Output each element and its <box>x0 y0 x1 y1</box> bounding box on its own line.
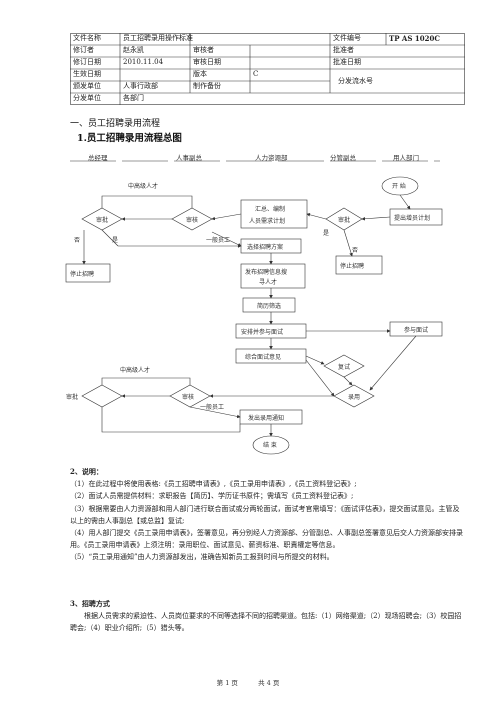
lane-gm: 总经理 <box>88 154 108 162</box>
screening-node <box>242 297 296 313</box>
label-approver: 批准者 <box>333 46 354 54</box>
approve-mgr-label: 审批 <box>338 216 350 224</box>
label-audit-date: 审核日期 <box>193 58 221 66</box>
senior-label: 中高级人才 <box>128 182 158 190</box>
stop-right-label: 停止招聘 <box>340 262 364 270</box>
arrange-label: 安排并参与面试 <box>241 328 283 336</box>
review-label: 审核 <box>186 216 198 224</box>
section-3-body: 根据人员需求的紧迫性、人员岗位要求的不同等选择不同的招聘渠道。包括:（1）网络渠… <box>70 612 462 633</box>
section-2-title: 2、说明： <box>70 467 103 476</box>
label-dist-unit: 分发单位 <box>73 94 101 102</box>
section-1-title: 一、员工招聘录用流程 <box>70 119 161 129</box>
no-hr-label: 否 <box>352 247 358 254</box>
general-label-2: 一般员工 <box>200 403 224 411</box>
note-2: （2）面试人员需提供材料：求职报告【简历】、学历证书原件；需填写《员工资料登记表… <box>70 492 354 501</box>
label-auditor: 审核者 <box>193 46 214 54</box>
value-issuer: 人事行政部 <box>123 82 158 90</box>
approve-gm-label: 审批 <box>96 216 108 224</box>
senior-label-2: 中高级人才 <box>120 366 150 374</box>
note-4: （4）用人部门提交《员工录用申请表》，签署意见，再分别经人力资源部、分管副总、人… <box>70 529 463 550</box>
page-footer: 第 1 页 共 4 页 <box>0 677 496 687</box>
yes-gm-label: 是 <box>112 237 118 244</box>
demand-label: 提出增员计划 <box>394 214 430 222</box>
label-file-no: 文件编号 <box>333 34 361 42</box>
publish-l2: 寻人才 <box>259 278 277 286</box>
value-dist-unit: 各部门 <box>123 94 144 102</box>
combine-label: 综合面试意见 <box>245 353 281 361</box>
start-label: 开 始 <box>392 182 406 190</box>
label-reviser: 修订者 <box>73 46 94 54</box>
label-issuer: 颁发单位 <box>73 82 101 90</box>
general-label: 一般员工 <box>206 236 230 244</box>
lane-hr-dept: 人力资源部 <box>255 154 288 162</box>
approve-gm2-label: 审批 <box>66 393 78 401</box>
value-reviser: 赵永凯 <box>123 46 144 54</box>
notice-label: 发出录用通知 <box>248 414 284 422</box>
page-total: 共 4 页 <box>258 679 280 687</box>
screening-label: 简历筛选 <box>257 302 281 310</box>
label-revise-date: 修订日期 <box>73 58 101 66</box>
lane-user-dept: 用人部门 <box>393 154 419 162</box>
table-grid <box>70 33 465 105</box>
summary-l1: 汇总、编制 <box>255 205 285 213</box>
recruitment-flowchart: 开 始 提出增员计划 审批 否 停止招聘 汇总、编制 人员需求计划 是 中高级人… <box>65 160 443 455</box>
section-2: 2、说明： （1）在此过程中将使用表格:《员工招聘申请表》,《员工录用申请表》,… <box>70 466 465 564</box>
label-effective-date: 生效日期 <box>73 70 101 78</box>
section-3-title: 3、招聘方式 <box>70 599 110 608</box>
hire-node <box>333 384 375 408</box>
join-interview-label: 参与面试 <box>404 326 428 334</box>
label-file-name: 文件名称 <box>73 34 101 42</box>
note-3: （3）根据需要由人力资源部和用人部门进行联合面试或分两轮面试，面试考官需填写：《… <box>70 504 460 525</box>
no-gm-label: 否 <box>74 237 80 244</box>
lane-hr-vp: 人事副总 <box>176 154 202 162</box>
publish-l1: 发布招聘信息搜 <box>245 268 287 276</box>
note-1: （1）在此过程中将使用表格:《员工招聘申请表》,《员工录用申请表》,《员工资料登… <box>70 480 357 489</box>
note-5: （5）“员工录用通知”由人力资源部发出，准确告知新员工报到时间与所提交的材料。 <box>70 553 334 562</box>
value-version: C <box>253 70 259 78</box>
approve-gm2-node <box>81 384 123 408</box>
document-info-table: 文件名称 员工招聘录用操作标准 文件编号 TP AS 1020C 修订者 赵永凯… <box>70 33 465 105</box>
retest-label: 复试 <box>338 363 350 371</box>
lane-division-vp: 分管副总 <box>330 154 356 162</box>
page-number: 第 1 页 <box>216 679 238 687</box>
review2-label: 审核 <box>182 393 194 401</box>
section-3: 3、招聘方式 根据人员需求的紧迫性、人员岗位要求的不同等选择不同的招聘渠道。包括… <box>70 598 465 635</box>
select-label: 选择招聘方案 <box>247 243 283 251</box>
hire-label: 录用 <box>348 393 360 401</box>
stop-left-node <box>65 263 111 283</box>
end-label: 结 束 <box>263 441 277 449</box>
label-dist-no: 分发流水号 <box>338 77 373 85</box>
value-file-name: 员工招聘录用操作标准 <box>123 34 193 42</box>
flowchart-title: 1.员工招聘录用流程总图 <box>77 133 182 144</box>
stop-left-label: 停止招聘 <box>70 270 94 278</box>
publish-node <box>240 263 306 289</box>
stop-right-node <box>335 255 383 275</box>
review-node <box>171 207 213 231</box>
label-version: 版本 <box>193 70 207 78</box>
label-backup: 制作备份 <box>193 82 221 90</box>
value-revise-date: 2010.11.04 <box>123 58 164 66</box>
label-approve-date: 批准日期 <box>333 58 361 66</box>
summary-l2: 人员需求计划 <box>249 217 285 225</box>
value-file-no: TP AS 1020C <box>389 34 440 43</box>
yes-a-label: 是 <box>323 230 329 237</box>
